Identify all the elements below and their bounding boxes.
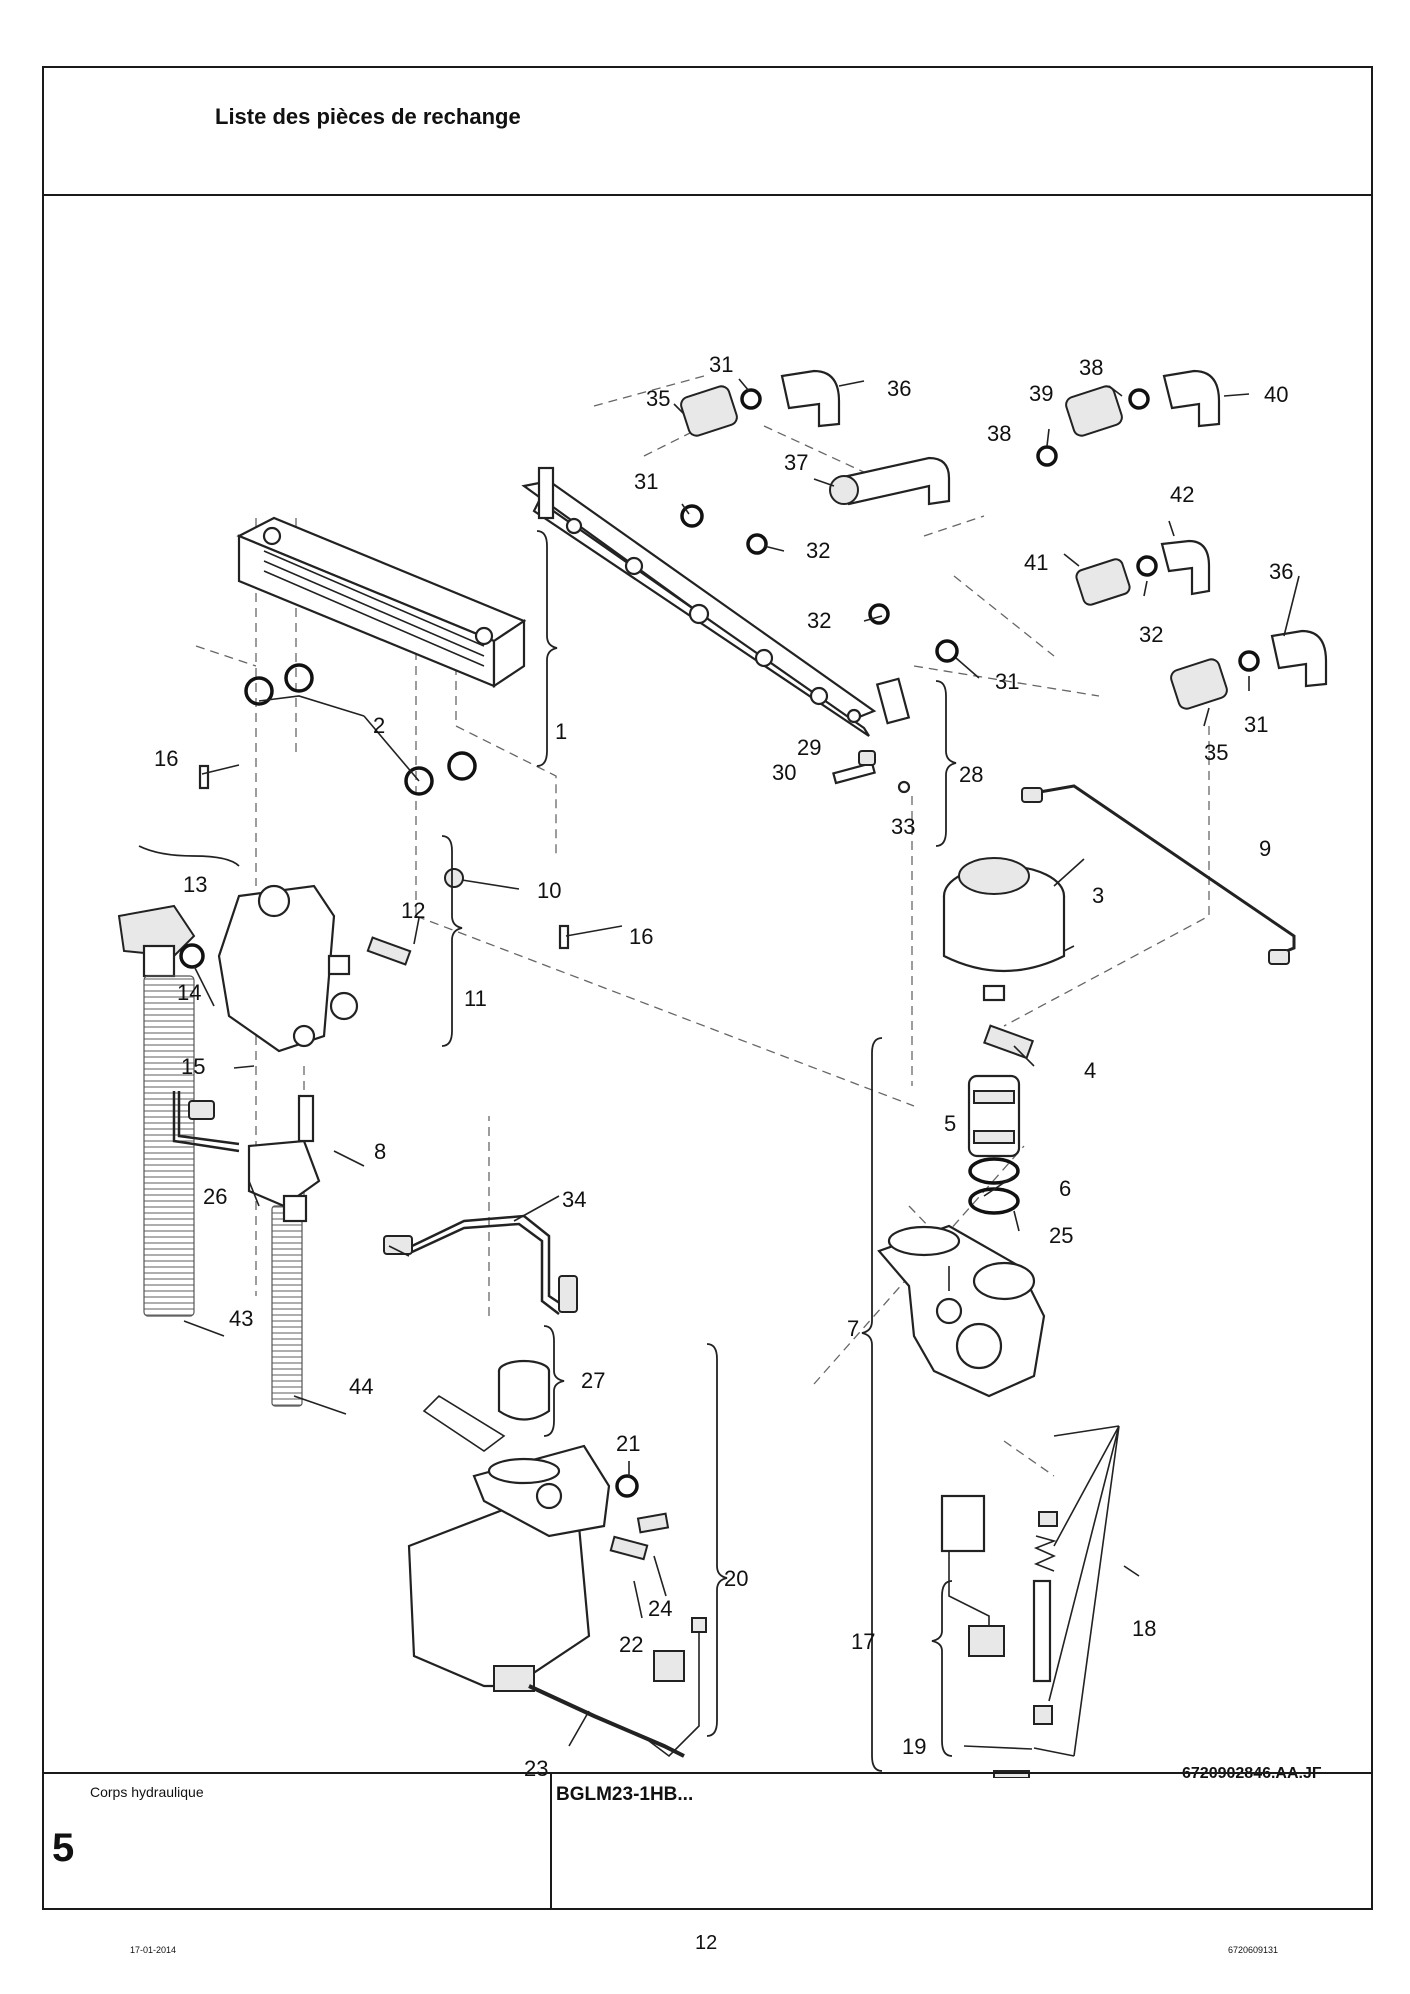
- callout-18: 18: [1132, 1616, 1156, 1641]
- callout-3: 3: [1092, 883, 1104, 908]
- callout-36b: 36: [1269, 559, 1293, 584]
- valve-cover: [942, 857, 1066, 1002]
- sensor-kit: [940, 1494, 1075, 1778]
- flow-body: [217, 884, 359, 1053]
- callout-26: 26: [203, 1184, 227, 1209]
- callout-32a: 32: [806, 538, 830, 563]
- callout-33: 33: [891, 814, 915, 839]
- callout-14: 14: [177, 980, 201, 1005]
- callout-2: 2: [373, 713, 385, 738]
- footer-divider: [550, 1774, 552, 1908]
- mounting-bracket: [521, 466, 911, 737]
- page-number: 12: [695, 1932, 718, 1954]
- callout-32b: 32: [807, 608, 831, 633]
- callout-27: 27: [581, 1368, 605, 1393]
- leader-lines: [183, 378, 1300, 1757]
- callout-5: 5: [944, 1111, 956, 1136]
- callout-17: 17: [851, 1629, 875, 1654]
- callout-41: 41: [1024, 550, 1048, 575]
- page-title: Liste des pièces de rechange: [215, 104, 521, 129]
- callout-35b: 35: [1204, 740, 1228, 765]
- callout-39: 39: [1029, 381, 1053, 406]
- callout-21: 21: [616, 1431, 640, 1456]
- callout-16b: 16: [629, 924, 653, 949]
- callout-31d: 31: [1244, 712, 1268, 737]
- callout-31a: 31: [709, 352, 733, 377]
- callout-6: 6: [1059, 1176, 1071, 1201]
- callout-34: 34: [562, 1187, 586, 1212]
- circulation-pump: [407, 1444, 611, 1692]
- callout-22: 22: [619, 1632, 643, 1657]
- callout-40: 40: [1264, 382, 1288, 407]
- fittings-top-left: [680, 369, 951, 555]
- callout-20: 20: [724, 1566, 748, 1591]
- header: Liste des pièces de rechange: [44, 68, 1371, 196]
- section-number: 5: [52, 1826, 75, 1870]
- callout-10: 10: [537, 878, 561, 903]
- exploded-view-diagram: 1 2 3 4 5 6 7 8 9 10 11 12 13 14 15 16 1…: [44, 196, 1371, 1778]
- callout-1: 1: [555, 719, 567, 744]
- hydraulic-block: [877, 1224, 1046, 1398]
- hose-43: [143, 975, 195, 1317]
- callout-16a: 16: [154, 746, 178, 771]
- fittings-top-right: [868, 369, 1328, 710]
- drawing-reference: 6720902846.AA.JF: [1182, 1765, 1322, 1778]
- callout-13: 13: [183, 872, 207, 897]
- footer: Corps hydraulique 5 BGLM23-1HB...: [44, 1772, 1371, 1908]
- section-label: Corps hydraulique: [90, 1784, 204, 1800]
- callout-24: 24: [648, 1596, 672, 1621]
- callout-8: 8: [374, 1139, 386, 1164]
- callout-32c: 32: [1139, 622, 1163, 647]
- callout-19: 19: [902, 1734, 926, 1759]
- valve-cartridge: [967, 1074, 1021, 1158]
- callout-35a: 35: [646, 386, 670, 411]
- safety-valve: [117, 904, 196, 978]
- print-date: 17-01-2014: [130, 1945, 177, 1955]
- model-label: BGLM23-1HB...: [556, 1784, 694, 1805]
- callout-38b: 38: [987, 421, 1011, 446]
- group-braces: [138, 530, 957, 1772]
- callout-25: 25: [1049, 1223, 1073, 1248]
- callout-31c: 31: [995, 669, 1019, 694]
- callout-28: 28: [959, 762, 983, 787]
- callout-12: 12: [401, 898, 425, 923]
- page-frame: Liste des pièces de rechange: [42, 66, 1373, 1910]
- heat-exchanger: [236, 516, 527, 689]
- callout-38a: 38: [1079, 355, 1103, 380]
- callout-30: 30: [772, 760, 796, 785]
- diagram-svg: 1 2 3 4 5 6 7 8 9 10 11 12 13 14 15 16 1…: [117, 352, 1328, 1778]
- callout-44: 44: [349, 1374, 373, 1399]
- callout-9: 9: [1259, 836, 1271, 861]
- callout-31b: 31: [634, 469, 658, 494]
- screws-bracket: [832, 750, 911, 794]
- callout-42: 42: [1170, 482, 1194, 507]
- bypass-assembly: [172, 1091, 578, 1315]
- document-code: 6720609131: [1228, 1945, 1279, 1955]
- callout-43: 43: [229, 1306, 253, 1331]
- callout-11: 11: [464, 986, 487, 1011]
- callout-29: 29: [797, 735, 821, 760]
- callout-4: 4: [1084, 1058, 1096, 1083]
- callout-36a: 36: [887, 376, 911, 401]
- callout-7: 7: [847, 1316, 859, 1341]
- hose-44: [271, 1205, 303, 1407]
- callout-15: 15: [181, 1054, 205, 1079]
- callout-37: 37: [784, 450, 808, 475]
- air-vent: [422, 1359, 551, 1452]
